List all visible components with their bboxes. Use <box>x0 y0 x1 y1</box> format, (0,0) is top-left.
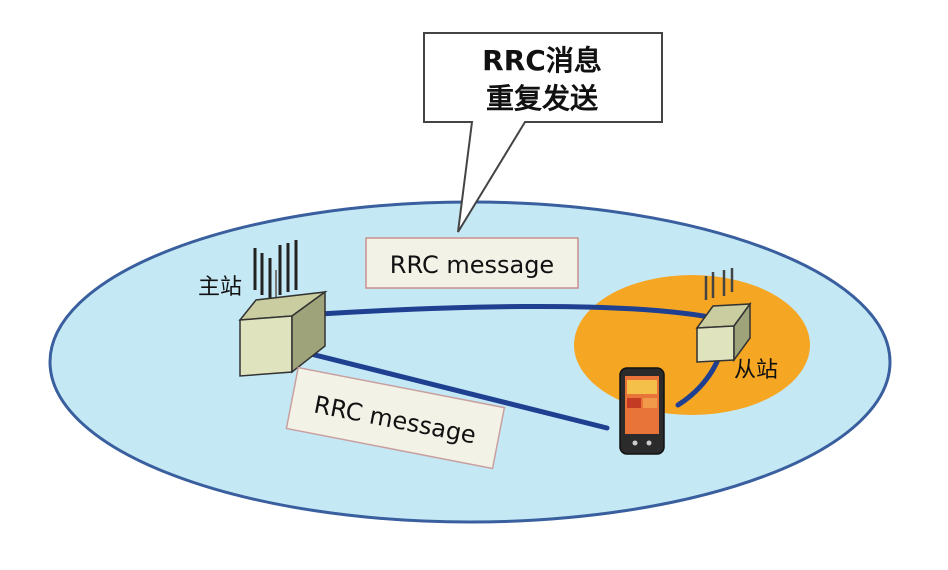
secondary-antenna-icon <box>704 268 734 300</box>
secondary-station-label: 从站 <box>734 358 778 383</box>
master-station <box>238 240 328 377</box>
callout-box: RRC消息 重复发送 <box>423 32 663 233</box>
link-master-to-secondary <box>285 303 718 321</box>
callout-line2: 重复发送 <box>486 82 598 115</box>
link-master-to-ue <box>272 342 610 431</box>
phone-icon <box>619 367 665 455</box>
top-rrc-message-label: RRC message <box>365 237 579 289</box>
secondary-station <box>695 268 752 363</box>
master-station-label: 主站 <box>198 275 242 300</box>
callout-line1: RRC消息 <box>482 44 602 77</box>
master-antenna-icon <box>253 240 298 300</box>
top-rrc-message-text: RRC message <box>390 251 554 279</box>
